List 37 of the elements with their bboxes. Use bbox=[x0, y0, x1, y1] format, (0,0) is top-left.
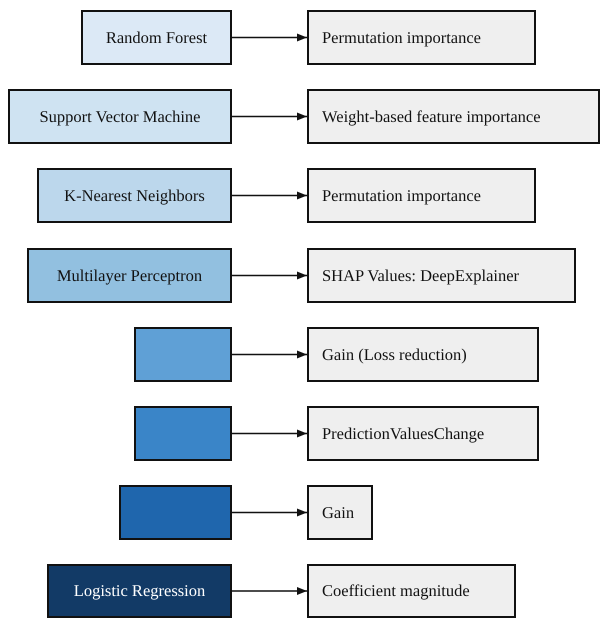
arrow bbox=[232, 272, 307, 280]
importance-method: Coefficient magnitude bbox=[322, 581, 470, 601]
model-box bbox=[37, 168, 232, 223]
importance-method: Permutation importance bbox=[322, 28, 481, 48]
method-box bbox=[307, 564, 516, 618]
method-box bbox=[307, 168, 536, 223]
model-name: Random Forest bbox=[106, 28, 208, 48]
model-box bbox=[134, 406, 232, 461]
arrow bbox=[232, 508, 307, 516]
method-box bbox=[307, 485, 373, 540]
model-name: Support Vector Machine bbox=[40, 106, 200, 126]
model-box bbox=[119, 485, 232, 540]
importance-method: Gain bbox=[322, 502, 354, 522]
method-box bbox=[307, 10, 536, 65]
arrow bbox=[232, 587, 307, 595]
model-box bbox=[27, 248, 232, 303]
importance-method: SHAP Values: DeepExplainer bbox=[322, 266, 520, 286]
model-box bbox=[134, 327, 232, 382]
importance-method: Gain (Loss reduction) bbox=[322, 344, 467, 364]
model-name: Multilayer Perceptron bbox=[56, 266, 202, 286]
arrow bbox=[232, 430, 307, 438]
arrow bbox=[232, 34, 307, 42]
model-box bbox=[47, 564, 232, 618]
method-box bbox=[307, 327, 539, 382]
method-box bbox=[307, 89, 600, 144]
method-box bbox=[307, 248, 576, 303]
importance-method: PredictionValuesChange bbox=[322, 424, 484, 444]
importance-method: Permutation importance bbox=[322, 186, 481, 206]
model-name: Logistic Regression bbox=[74, 581, 206, 601]
arrow bbox=[232, 192, 307, 200]
model-box bbox=[8, 89, 232, 144]
model-name: K-Nearest Neighbors bbox=[64, 186, 205, 206]
method-box bbox=[307, 406, 539, 461]
model-box bbox=[81, 10, 232, 65]
arrow bbox=[232, 350, 307, 358]
importance-method: Weight-based feature importance bbox=[322, 106, 541, 126]
arrow bbox=[232, 112, 307, 120]
